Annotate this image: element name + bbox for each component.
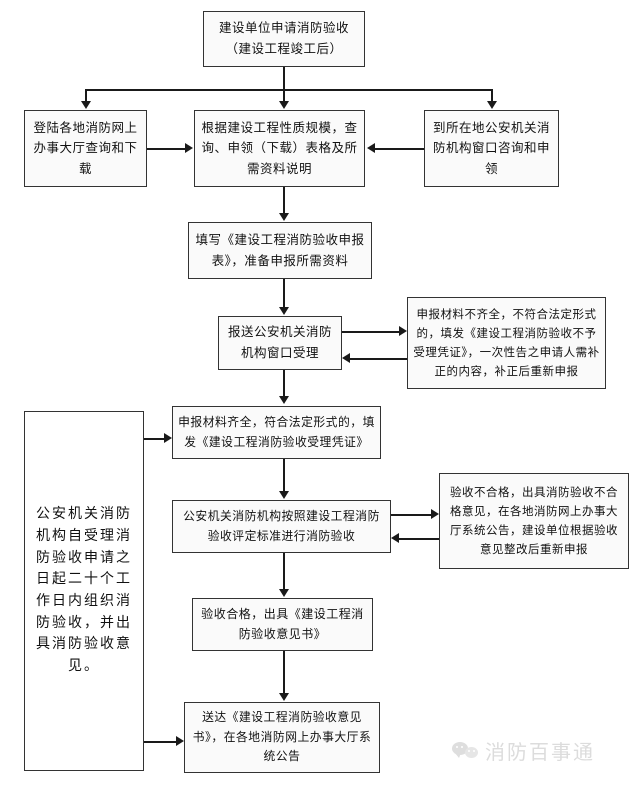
arrowhead-forms-to-fill: [279, 213, 289, 221]
watermark: 消防百事通: [452, 736, 595, 765]
node-online-label: 登陆各地消防网上办事大厅查询和下载: [33, 119, 138, 176]
arrowhead-note-to-deliver: [176, 736, 184, 746]
arrowhead-inspect-to-fail: [431, 509, 439, 519]
connector-pass-to-deliver: [283, 651, 285, 693]
node-materials-complete: 申报材料齐全，符合法定形式的，填发《建设工程消防验收受理凭证》: [172, 406, 381, 459]
connector-window-to-forms: [375, 148, 424, 150]
node-apply-label: 建设单位申请消防验收（建设工程竣工后）: [218, 20, 349, 56]
watermark-text: 消防百事通: [485, 740, 595, 764]
connector-accept-to-inspect: [283, 459, 285, 491]
connector-note-to-accept: [144, 438, 164, 440]
connector-fan-bus: [85, 89, 492, 91]
arrowhead-reject-to-submit: [342, 353, 350, 363]
arrowhead-submit-to-accept: [279, 396, 289, 404]
node-note-label: 公安机关消防机构自受理消防验收申请之日起二十个工作日内组织消防验收，并出具消防验…: [36, 506, 132, 675]
node-apply-for-inspection: 建设单位申请消防验收（建设工程竣工后）: [203, 11, 365, 67]
node-pass-label: 验收合格，出具《建设工程消防验收意见书》: [201, 606, 364, 641]
connector-submit-to-accept: [283, 370, 285, 396]
arrowhead-to-online: [81, 101, 91, 109]
connector-forms-to-fill: [283, 187, 285, 213]
arrowhead-to-forms: [279, 101, 289, 109]
node-materials-incomplete: 申报材料不齐全，不符合法定形式的，填发《建设工程消防验收不予受理凭证》，一次性告…: [407, 297, 606, 389]
connector-bus-to-window: [491, 89, 493, 101]
node-deliver-opinion: 送达《建设工程消防验收意见书》，在各地消防网上办事大厅系统公告: [184, 702, 380, 773]
arrowhead-submit-to-reject: [399, 326, 407, 336]
connector-bus-to-forms: [283, 89, 285, 101]
node-query-forms: 根据建设工程性质规模，查询、申领（下载）表格及所需资料说明: [194, 110, 365, 187]
connector-fail-to-inspect: [399, 538, 439, 540]
node-forms-label: 根据建设工程性质规模，查询、申领（下载）表格及所需资料说明: [201, 119, 358, 176]
node-inspection-passed: 验收合格，出具《建设工程消防验收意见书》: [192, 598, 373, 651]
arrowhead-accept-to-inspect: [279, 491, 289, 499]
connector-submit-to-reject: [342, 331, 399, 333]
node-window-label: 到所在地公安机关消防机构窗口咨询和申领: [432, 119, 550, 176]
node-conduct-inspection: 公安机关消防机构按照建设工程消防验收评定标准进行消防验收: [172, 500, 391, 553]
arrowhead-window-to-forms: [367, 143, 375, 153]
node-inspection-failed: 验收不合格，出具消防验收不合格意见，在各地消防网上办事大厅系统公告，建设单位根据…: [439, 473, 629, 569]
connector-bus-to-online: [85, 89, 87, 101]
arrowhead-online-to-forms: [185, 143, 193, 153]
node-service-window-consult: 到所在地公安机关消防机构窗口咨询和申领: [424, 110, 559, 187]
arrowhead-to-window: [487, 101, 497, 109]
node-online-hall-query: 登陆各地消防网上办事大厅查询和下载: [24, 110, 147, 187]
node-reject-label: 申报材料不齐全，不符合法定形式的，填发《建设工程消防验收不予受理凭证》，一次性告…: [413, 307, 600, 378]
arrowhead-note-to-accept: [164, 433, 172, 443]
connector-fill-to-submit: [283, 279, 285, 307]
node-accept-label: 申报材料齐全，符合法定形式的，填发《建设工程消防验收受理凭证》: [178, 415, 375, 449]
connector-online-to-forms: [147, 148, 185, 150]
node-submit-label: 报送公安机关消防机构窗口受理: [227, 324, 332, 360]
arrowhead-fill-to-submit: [279, 307, 289, 315]
node-fill-application-form: 填写《建设工程消防验收申报表》，准备申报所需资料: [188, 222, 372, 279]
connector-apply-down: [283, 67, 285, 90]
node-fill-label: 填写《建设工程消防验收申报表》，准备申报所需资料: [195, 231, 365, 268]
node-submit-to-window: 报送公安机关消防机构窗口受理: [218, 316, 342, 370]
node-fail-label: 验收不合格，出具消防验收不合格意见，在各地消防网上办事大厅系统公告，建设单位根据…: [450, 485, 618, 556]
wechat-icon: [452, 741, 478, 761]
arrowhead-inspect-to-pass: [279, 589, 289, 597]
node-inspect-label: 公安机关消防机构按照建设工程消防验收评定标准进行消防验收: [183, 509, 380, 543]
connector-inspect-to-fail: [391, 514, 431, 516]
node-deliver-label: 送达《建设工程消防验收意见书》，在各地消防网上办事大厅系统公告: [192, 710, 372, 764]
node-twenty-working-days-note: 公安机关消防机构自受理消防验收申请之日起二十个工作日内组织消防验收，并出具消防验…: [24, 411, 144, 771]
arrowhead-fail-to-inspect: [391, 533, 399, 543]
connector-note-to-deliver: [144, 741, 176, 743]
connector-reject-to-submit: [350, 358, 407, 360]
arrowhead-pass-to-deliver: [279, 693, 289, 701]
connector-inspect-to-pass: [283, 553, 285, 589]
